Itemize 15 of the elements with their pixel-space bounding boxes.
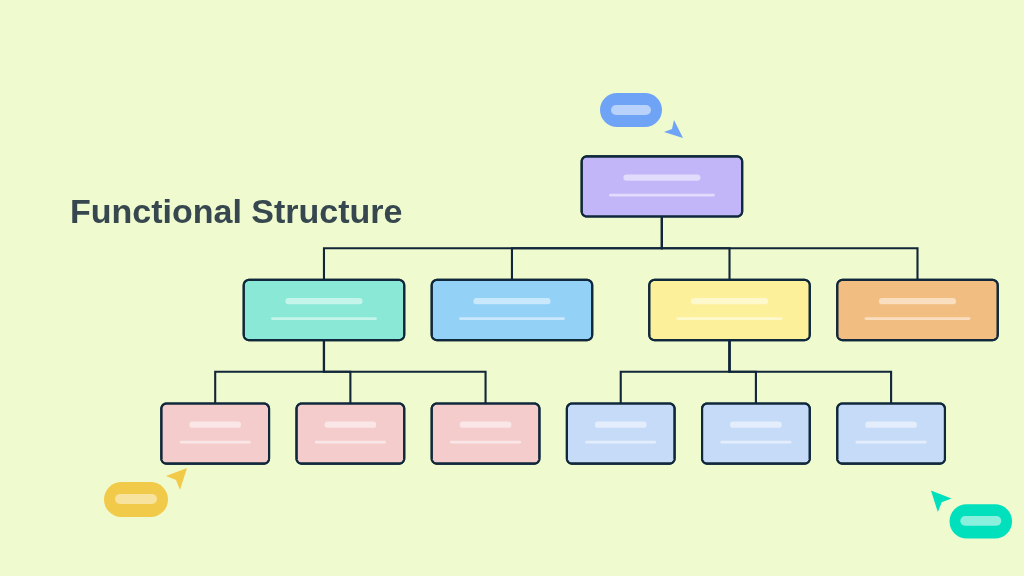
org-chart-box [836,278,1000,342]
org-chart-box [701,402,812,465]
org-chart-box [648,278,812,342]
org-chart-box [431,278,594,342]
org-chart-box [431,402,541,465]
connector-line [728,340,893,404]
connector-line [661,216,919,280]
org-chart-box [581,155,744,218]
org-chart-box [243,278,406,342]
diagram-title: Functional Structure [70,192,403,231]
org-chart-box [836,402,947,465]
connector-line [323,340,488,404]
org-chart-box [295,402,406,465]
org-chart-box [566,402,677,465]
org-chart-box [160,402,271,465]
